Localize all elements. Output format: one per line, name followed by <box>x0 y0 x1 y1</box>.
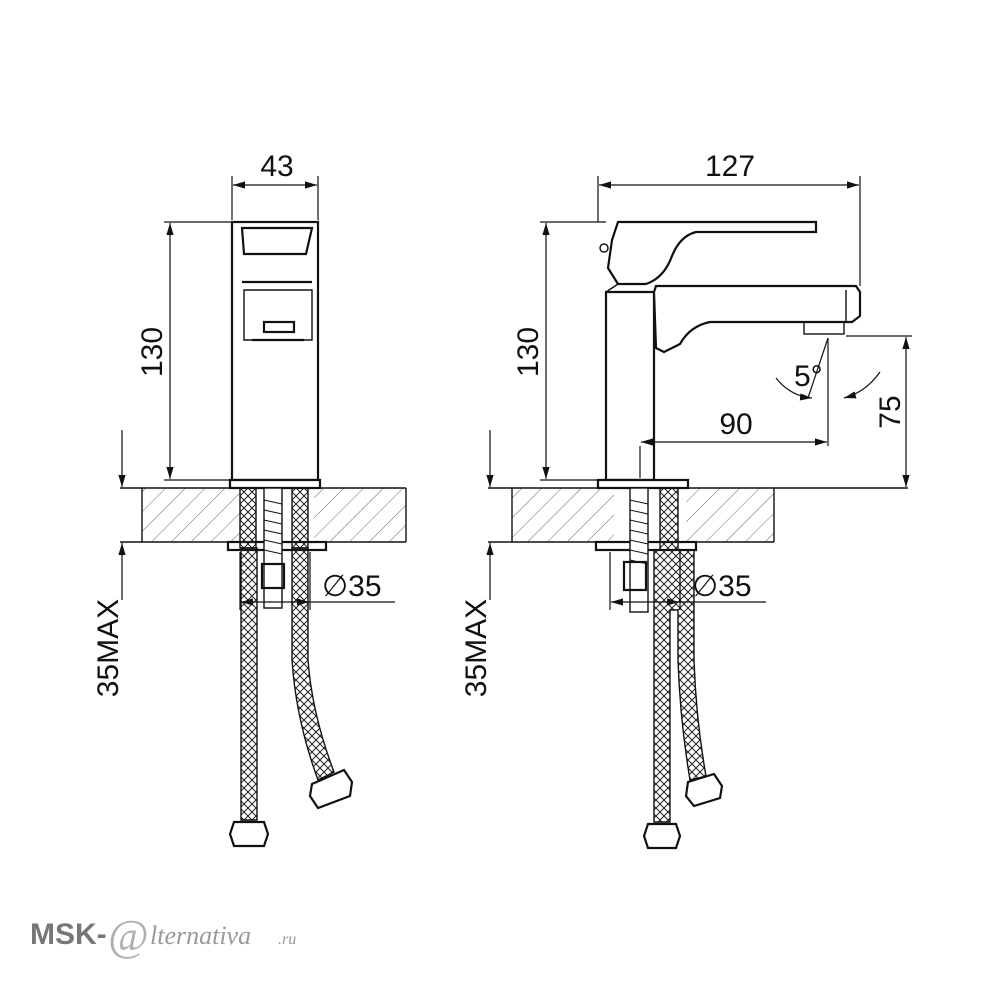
side-hole-label: ∅35 <box>322 570 382 603</box>
watermark-part1: MSK- <box>30 918 107 951</box>
front-spout-height-dimension: 75 <box>846 335 912 487</box>
watermark-logo: MSK- @ lternativa .ru <box>30 911 296 960</box>
front-length-label: 127 <box>705 150 755 183</box>
side-hoses <box>228 547 354 848</box>
front-length-dimension: 127 <box>597 150 861 286</box>
front-angle-label: 5° <box>794 360 823 393</box>
front-thickness-label: 35MAX <box>460 599 493 697</box>
front-mounting-hardware <box>594 487 698 613</box>
side-width-label: 43 <box>260 150 293 183</box>
watermark-at: @ <box>108 911 148 960</box>
side-hole-dimension: ∅35 <box>239 552 395 610</box>
front-height-label: 130 <box>512 327 545 377</box>
front-spout-height-label: 75 <box>874 395 907 428</box>
front-hole-dimension: ∅35 <box>609 552 766 610</box>
front-hoses <box>642 549 724 850</box>
front-reach-dimension: 90 <box>639 338 829 478</box>
side-thickness-dimension: 35MAX <box>92 430 126 697</box>
side-width-dimension: 43 <box>231 150 319 220</box>
front-faucet-body <box>596 220 862 490</box>
front-thickness-dimension: 35MAX <box>460 430 494 697</box>
side-view: 43 130 35MAX ∅35 <box>92 150 407 848</box>
front-reach-label: 90 <box>719 408 752 441</box>
side-mounting-hardware <box>226 487 328 609</box>
side-height-label: 130 <box>136 327 169 377</box>
front-view: 127 130 90 75 5° <box>460 150 912 850</box>
front-height-dimension: 130 <box>512 221 606 481</box>
front-hole-label: ∅35 <box>692 570 752 603</box>
side-countertop <box>120 487 407 543</box>
watermark-part4: .ru <box>278 931 296 948</box>
front-angle-dimension: 5° <box>775 337 881 401</box>
side-faucet-body <box>228 220 322 490</box>
front-countertop <box>488 487 908 543</box>
side-height-dimension: 130 <box>136 221 232 481</box>
side-thickness-label: 35MAX <box>92 599 125 697</box>
watermark-part3: lternativa <box>150 921 251 950</box>
